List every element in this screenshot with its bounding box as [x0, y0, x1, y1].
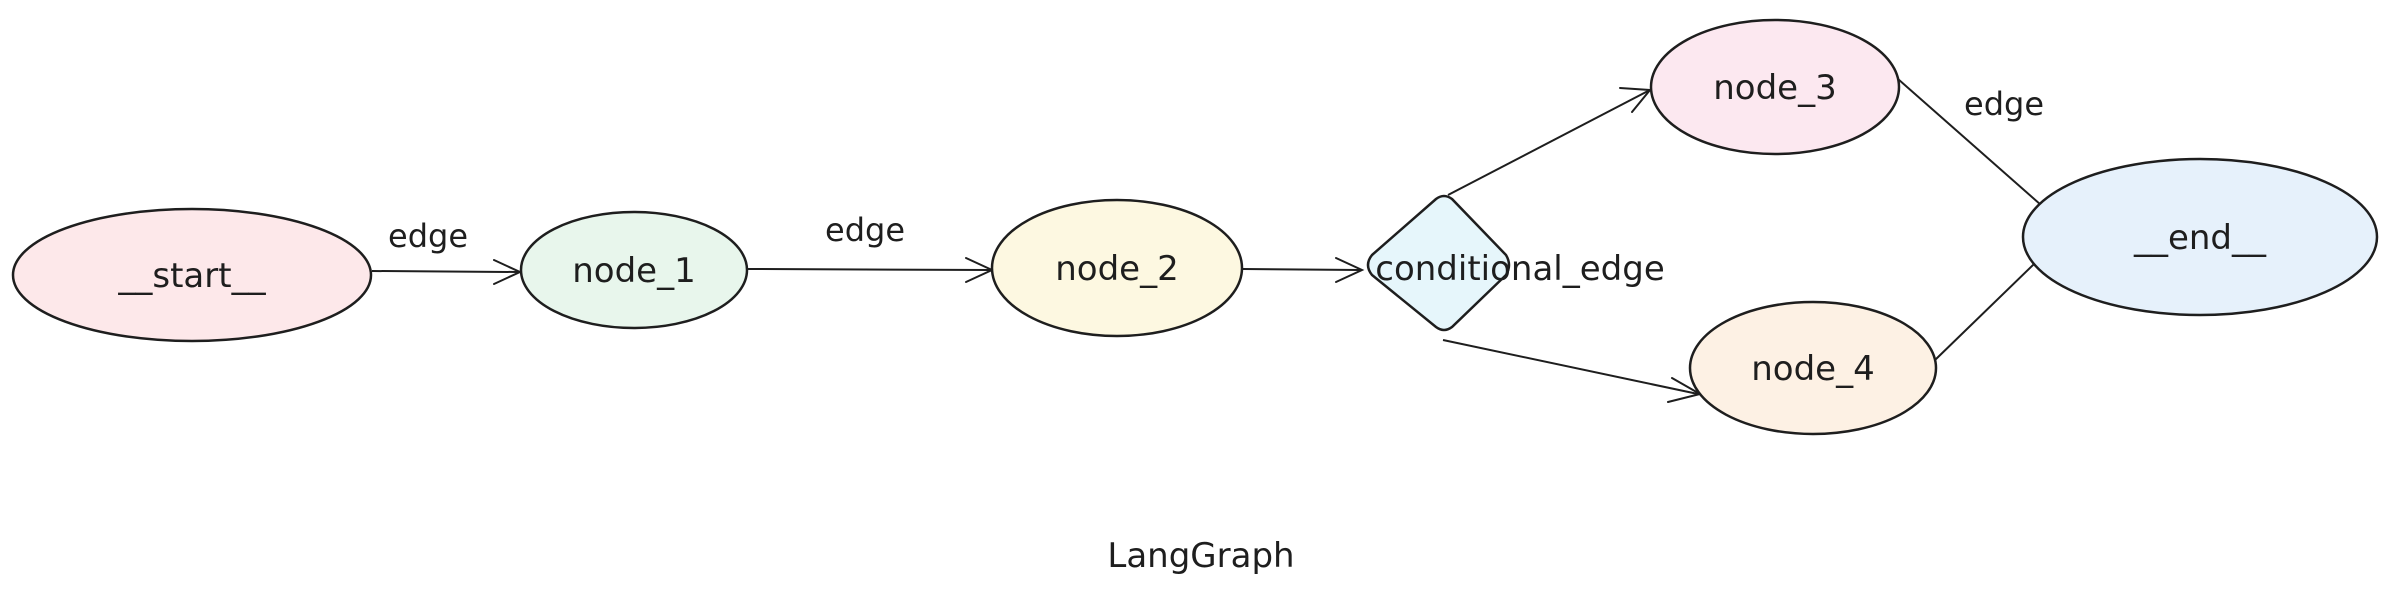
conditional-diamond-shape [1366, 194, 1511, 332]
node-2-label: node_2 [1055, 249, 1178, 289]
node-end-label: __end__ [2133, 218, 2267, 258]
diagram-caption: LangGraph [1107, 536, 1294, 576]
node-end[interactable]: __end__ [2021, 157, 2379, 317]
node-4[interactable]: node_4 [1688, 300, 1938, 436]
arrowhead-conditional [1335, 257, 1365, 283]
node-2-shape [990, 198, 1244, 338]
edge-node-2-to-conditional[interactable] [1242, 268, 1361, 271]
edge-label-node-3-end: edge [1964, 85, 2044, 123]
node-1-shape [519, 210, 749, 330]
edge-conditional-to-node-4[interactable] [1442, 339, 1699, 395]
edge-conditional-to-node-3[interactable] [1447, 90, 1649, 196]
node-start-shape [11, 207, 373, 343]
node-2[interactable]: node_2 [990, 198, 1244, 338]
node-end-shape [2021, 157, 2379, 317]
node-4-shape [1688, 300, 1938, 436]
node-start-label: __start__ [117, 256, 266, 296]
edge-label-start-node-1: edge [388, 217, 468, 255]
edge-node-1-to-node-2[interactable] [747, 268, 991, 271]
node-start[interactable]: __start__ [11, 207, 373, 343]
edge-node-3-to-end[interactable] [1897, 78, 2067, 228]
node-conditional[interactable]: conditional_edge [1366, 194, 1665, 332]
node-4-label: node_4 [1751, 349, 1874, 389]
conditional-label: conditional_edge [1375, 249, 1664, 289]
node-3-label: node_3 [1713, 68, 1836, 108]
edge-label-node-1-node-2: edge [825, 211, 905, 249]
node-3[interactable]: node_3 [1649, 18, 1901, 156]
edge-start-to-node-1[interactable] [371, 270, 519, 273]
node-3-shape [1649, 18, 1901, 156]
node-1-label: node_1 [572, 251, 695, 291]
node-1[interactable]: node_1 [519, 210, 749, 330]
